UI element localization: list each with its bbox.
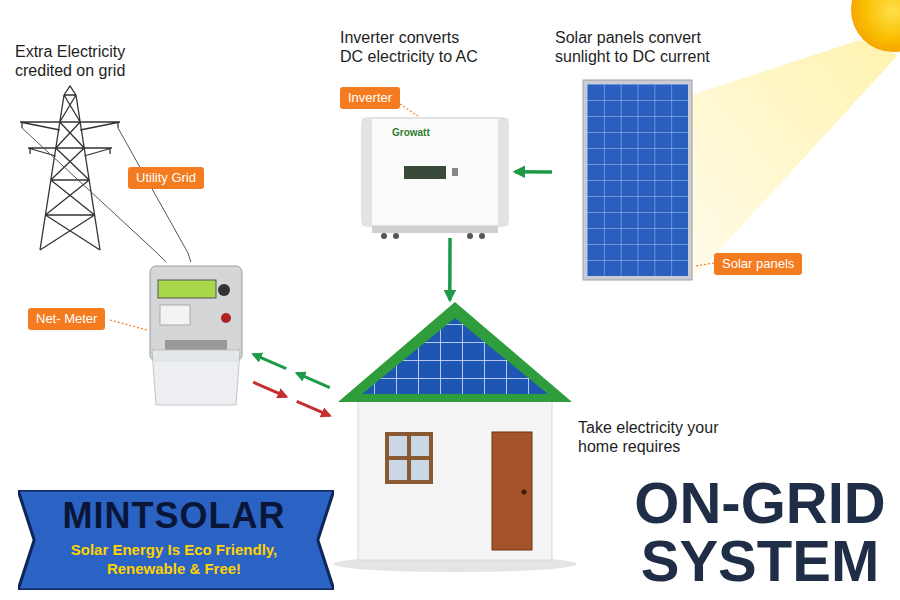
meter-led [221, 313, 231, 323]
part-tag: Net- Meter [28, 308, 105, 330]
export-arrow [253, 354, 330, 387]
power-line [188, 253, 191, 262]
panel-frame [583, 80, 692, 280]
sun [851, 0, 900, 52]
export-arrow-segment [253, 354, 286, 368]
import-arrow-segment [253, 382, 286, 397]
window-frame [385, 432, 433, 484]
power-line-segment [188, 253, 191, 262]
ribbon [18, 490, 334, 590]
import-arrow [253, 382, 330, 416]
solar-group: Solar panels convert sunlight to DC curr… [552, 24, 812, 280]
inverter-connector [381, 233, 387, 239]
roof-panels [362, 318, 548, 394]
door [492, 432, 532, 550]
leader-line [110, 104, 714, 330]
grid-group: Extra Electricity credited on gridUtilit… [12, 38, 212, 253]
meter-group: Net- Meter [24, 262, 248, 408]
meter-body [150, 266, 242, 361]
brand-logo: Growatt [392, 127, 430, 139]
window-pane [411, 460, 429, 480]
meter-plate [160, 305, 190, 325]
meter-dial [218, 284, 230, 296]
house-roof [338, 302, 572, 402]
flow-arrow-segment [515, 170, 552, 174]
flow-arrow [515, 171, 552, 172]
diagram-title: ON-GRID SYSTEM [628, 474, 892, 590]
brand-banner: MINTSOLAR Solar Energy Is Eco Friendly, R… [18, 490, 334, 590]
part-tag: Utility Grid [128, 167, 204, 189]
heading: Extra Electricity credited on grid [15, 42, 140, 80]
inverter-connector [393, 233, 399, 239]
slogan: Solar Energy Is Eco Friendly, Renewable … [39, 540, 309, 578]
solar-panel [587, 84, 688, 276]
flow-arrow [449, 238, 450, 300]
part-tag: Solar panels [714, 253, 802, 275]
pylon [20, 86, 120, 250]
import-arrow-segment [297, 401, 330, 415]
export-arrow-segment [297, 373, 330, 387]
inverter-body [362, 118, 508, 226]
inverter-base [372, 226, 498, 233]
part-tag: Inverter [340, 87, 400, 109]
window-pane [411, 436, 429, 456]
inverter-connector [479, 233, 485, 239]
door-knob [522, 490, 527, 495]
sun-beam [692, 40, 898, 280]
note: Take electricity your home requires [578, 418, 728, 456]
window-pane [389, 460, 407, 480]
heading: Solar panels convert sunlight to DC curr… [555, 28, 720, 66]
inverter-screen [404, 166, 446, 179]
inverter-button [452, 168, 458, 176]
window-pane [389, 436, 407, 456]
power-line [157, 253, 166, 262]
house-wall [358, 392, 552, 560]
heading: Inverter converts DC electricity to AC [340, 28, 483, 66]
flow-arrow-segment [448, 238, 452, 300]
brand-name: MINTSOLAR [18, 496, 330, 536]
meter-display [158, 280, 216, 298]
inverter-connector [467, 233, 473, 239]
inverter-side [498, 118, 508, 226]
power-line-segment [157, 253, 166, 262]
inverter-side [362, 118, 372, 226]
power-line [22, 128, 188, 253]
meter-terminals [165, 340, 227, 350]
meter-cover [152, 350, 240, 405]
